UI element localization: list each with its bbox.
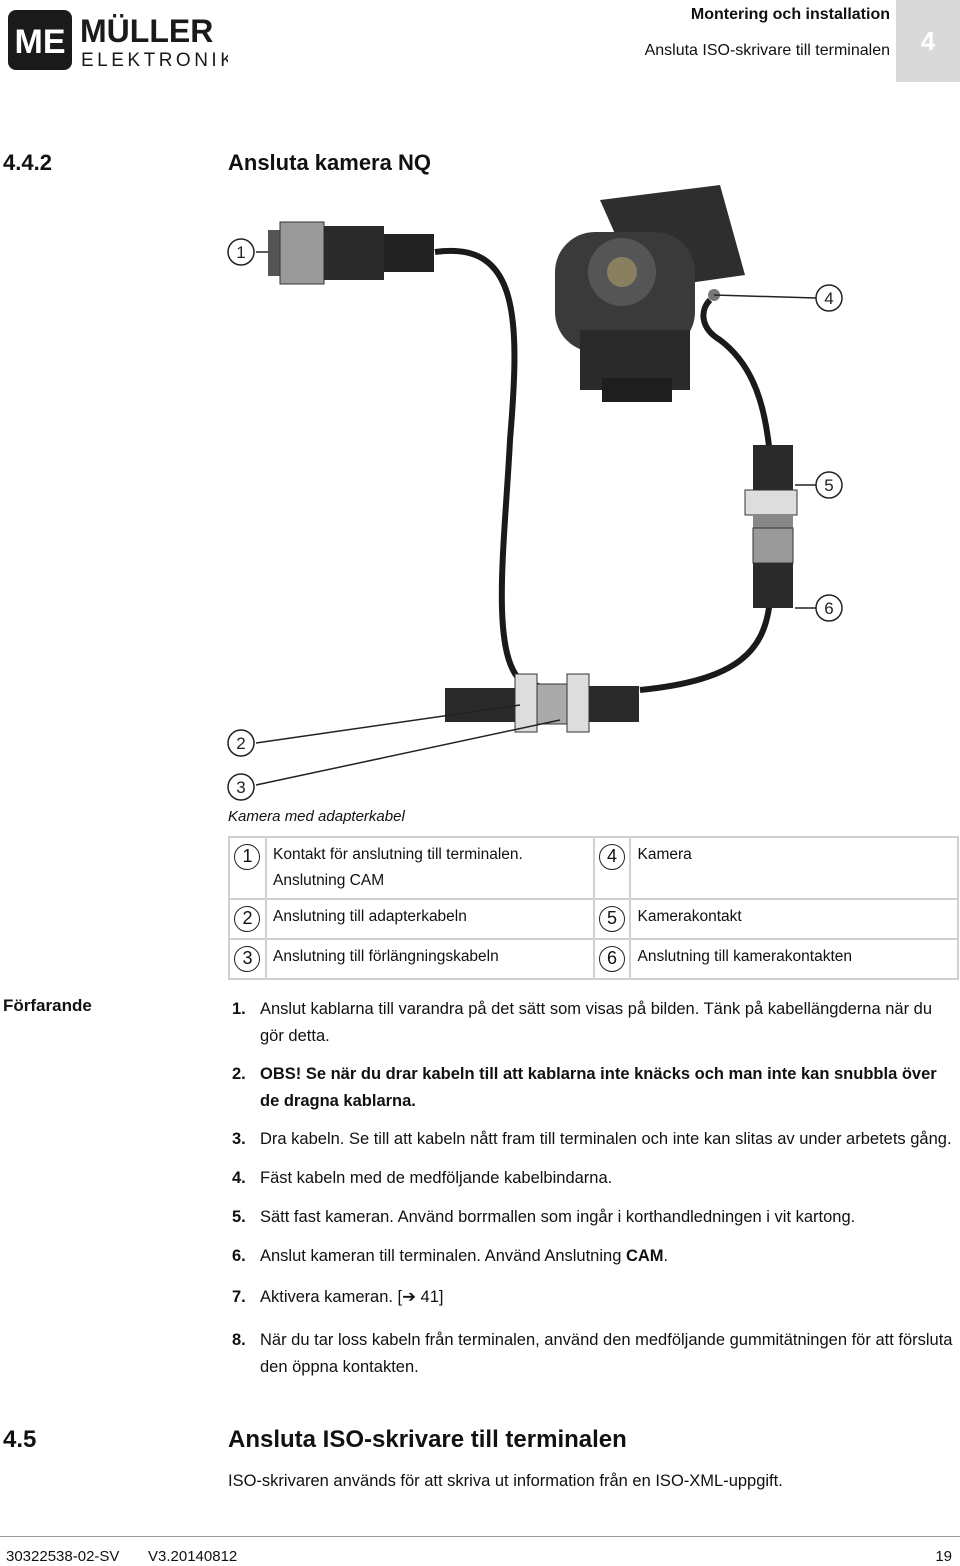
- callout-4: 4: [824, 289, 833, 308]
- legend-row: 2 Anslutning till adapterkabeln 5 Kamera…: [228, 898, 959, 940]
- footer-version: V3.20140812: [148, 1548, 238, 1565]
- mueller-logo: ME MÜLLER ELEKTRONIK: [8, 10, 233, 72]
- section-title: Ansluta kamera NQ: [228, 150, 431, 175]
- legend-number: 5: [598, 906, 625, 932]
- legend-text: Kamera: [629, 836, 959, 900]
- svg-text:ME: ME: [15, 23, 66, 61]
- step-6: 6.Anslut kameran till terminalen. Använd…: [232, 1247, 669, 1265]
- procedure-label: Förfarande: [3, 996, 92, 1015]
- inline-connector: [445, 673, 639, 733]
- legend-text: Kamerakontakt: [629, 898, 959, 940]
- legend-text: Anslutning till adapterkabeln: [264, 898, 595, 940]
- legend-number: 2: [234, 906, 261, 932]
- cross-ref-link[interactable]: 41]: [415, 1288, 444, 1306]
- legend-text: Anslutning till förlängningskabeln: [264, 938, 595, 980]
- footer-doc-number: 30322538-02-SV: [6, 1548, 120, 1565]
- header-section: Ansluta ISO-skrivare till terminalen: [644, 42, 890, 59]
- step-3: 3.Dra kabeln. Se till att kabeln nått fr…: [232, 1130, 952, 1148]
- footer-divider: [0, 1536, 960, 1537]
- legend-number: 3: [234, 946, 261, 972]
- camera-body: [555, 185, 745, 402]
- legend-number: 1: [234, 844, 261, 870]
- step-2: 2.OBS! Se när du drar kabeln till att ka…: [232, 1065, 937, 1110]
- step-5: 5.Sätt fast kameran. Använd borrmallen s…: [232, 1208, 856, 1226]
- legend-table: 1 Kontakt för anslutning till terminalen…: [228, 836, 959, 980]
- cross-ref-arrow-icon: ➔: [402, 1288, 416, 1306]
- section-number: 4.5: [3, 1426, 37, 1453]
- svg-text:MÜLLER: MÜLLER: [80, 13, 213, 49]
- legend-text: Kontakt för anslutning till terminalen.: [272, 846, 523, 863]
- step-4: 4.Fäst kabeln med de medföljande kabelbi…: [232, 1169, 613, 1187]
- camera-socket: [752, 527, 794, 608]
- callout-2: 2: [236, 734, 245, 753]
- connector-cam-terminal: [268, 221, 434, 285]
- camera-cable-figure: 1 4 5 6 2 3: [220, 180, 880, 810]
- svg-text:ELEKTRONIK: ELEKTRONIK: [81, 50, 228, 71]
- callout-6: 6: [824, 599, 833, 618]
- legend-row: 3 Anslutning till förlängningskabeln 6 A…: [228, 938, 959, 980]
- footer-page-number: 19: [935, 1548, 952, 1565]
- step-8: 8.När du tar loss kabeln från terminalen…: [232, 1331, 953, 1376]
- figure-caption: Kamera med adapterkabel: [228, 808, 405, 825]
- legend-number: 4: [598, 844, 625, 870]
- legend-text-2: Anslutning CAM: [272, 872, 385, 889]
- legend-text: Anslutning till kamerakontakten: [629, 938, 959, 980]
- callout-5: 5: [824, 476, 833, 495]
- callout-1: 1: [236, 243, 245, 262]
- step-1: 1.Anslut kablarna till varandra på det s…: [232, 1000, 933, 1045]
- section-title: Ansluta ISO-skrivare till terminalen: [228, 1426, 627, 1453]
- callout-3: 3: [236, 778, 245, 797]
- header-chapter: Montering och installation: [690, 6, 890, 23]
- legend-row: 1 Kontakt för anslutning till terminalen…: [228, 836, 959, 900]
- step-7: 7.Aktivera kameran. [➔ 41]: [232, 1288, 444, 1306]
- section-body: ISO-skrivaren används för att skriva ut …: [228, 1472, 783, 1490]
- section-number: 4.4.2: [3, 150, 52, 175]
- chapter-number-tab: 4: [896, 0, 960, 82]
- procedure-steps: 1.Anslut kablarna till varandra på det s…: [232, 996, 958, 1381]
- legend-number: 6: [598, 946, 625, 972]
